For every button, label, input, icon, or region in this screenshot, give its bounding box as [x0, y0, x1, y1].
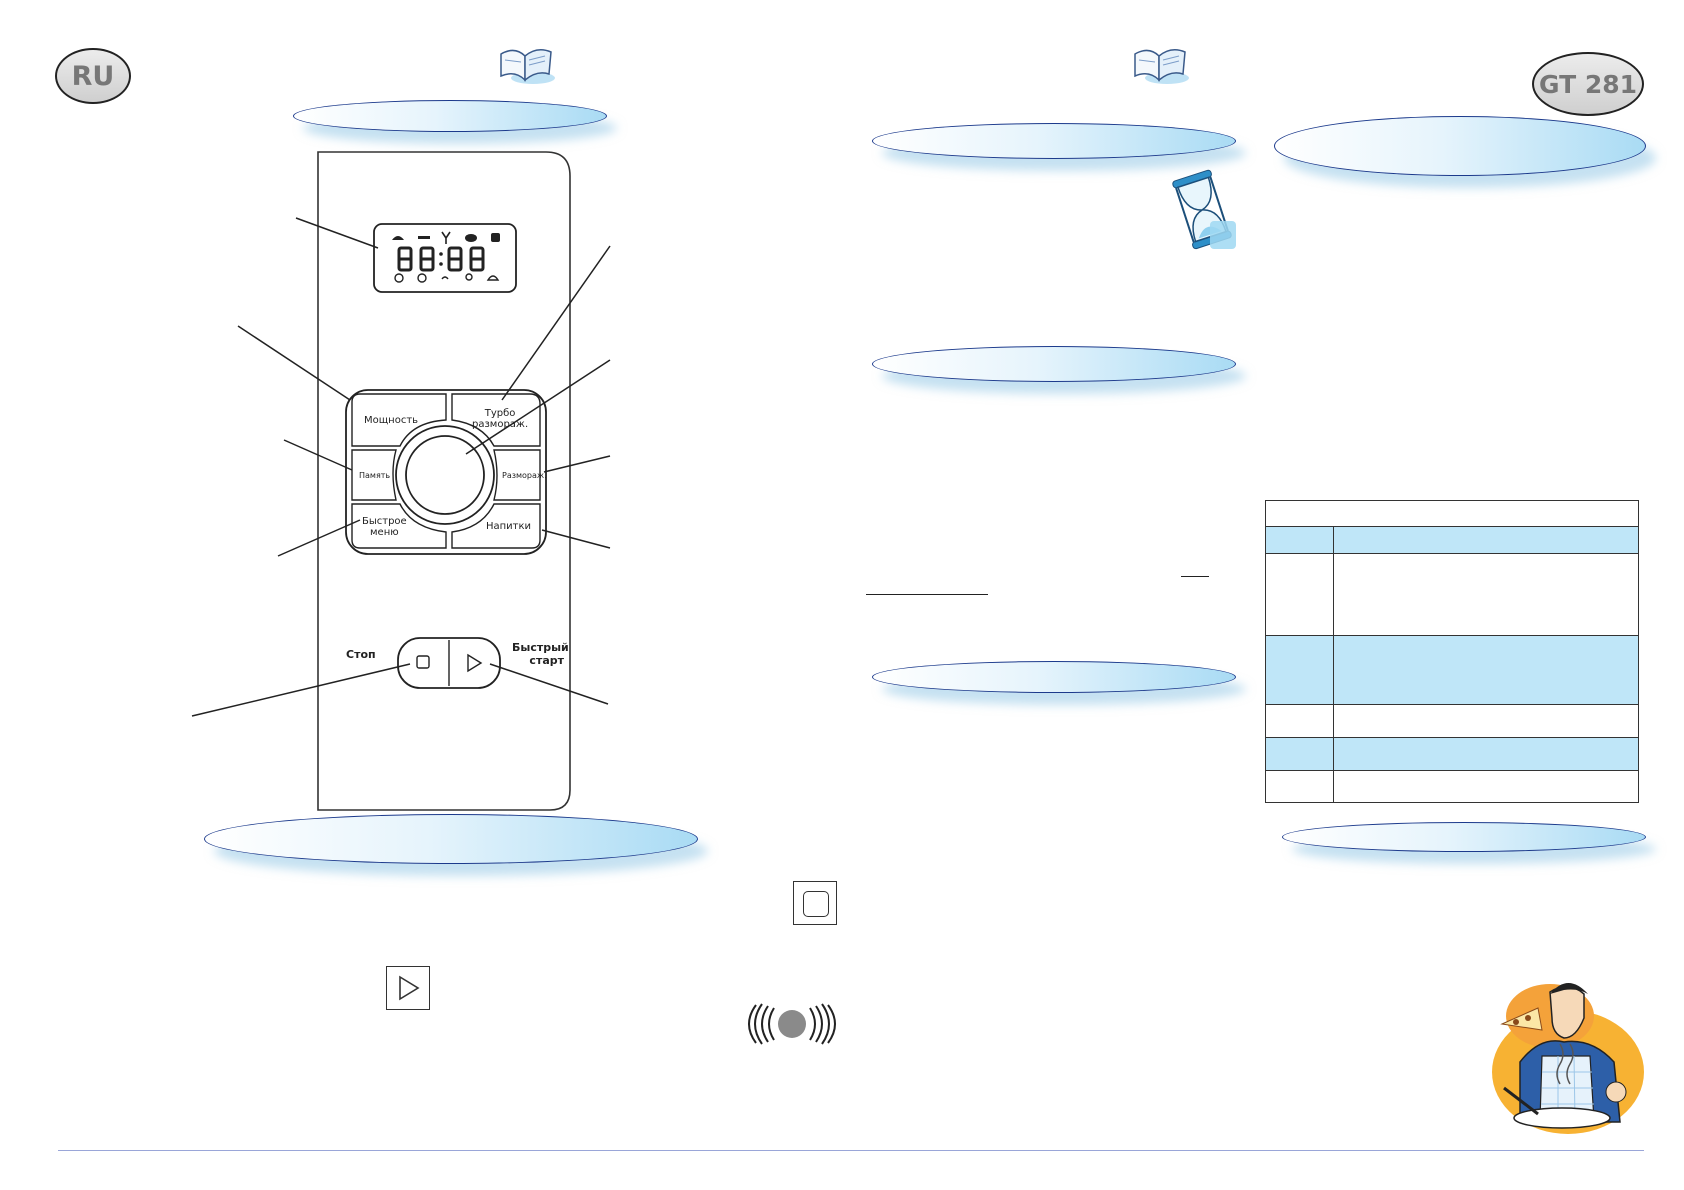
memory-button[interactable]: Память: [359, 471, 391, 480]
hourglass-icon: [1172, 169, 1236, 250]
table-cell: [1265, 736, 1334, 771]
language-badge-text: RU: [71, 60, 115, 92]
spec-table: [1265, 499, 1639, 804]
underline-rule: [866, 594, 988, 595]
underline-rule: [1181, 576, 1209, 577]
section-heading-pill: [204, 814, 698, 864]
turbo-defrost-label-line1: Турбо: [484, 408, 516, 419]
quick-menu-label-line2: меню: [370, 527, 399, 538]
quick-start-button[interactable]: Быстрый старт: [512, 641, 569, 667]
section-heading-pill: [1282, 822, 1646, 852]
model-badge: GT 281: [1532, 52, 1644, 116]
vibration-knob-icon: [748, 1003, 836, 1045]
section-heading-pill: [293, 100, 607, 132]
control-panel: [191, 151, 611, 811]
turbo-defrost-label-line2: разморaж.: [472, 419, 529, 430]
table-cell: [1333, 635, 1639, 705]
section-heading-pill: [872, 661, 1236, 693]
model-badge-text: GT 281: [1538, 69, 1638, 99]
open-book-icon: [500, 49, 555, 84]
quick-start-label-line2: старт: [529, 654, 564, 667]
table-cell: [1333, 553, 1639, 637]
turbo-defrost-button[interactable]: Турбо разморaж.: [472, 408, 528, 430]
chef-illustration: [1492, 983, 1644, 1134]
quick-start-label-line1: Быстрый: [512, 641, 569, 654]
section-heading-pill: [1274, 116, 1646, 176]
power-button[interactable]: Мощность: [364, 415, 419, 426]
drinks-button[interactable]: Напитки: [486, 521, 532, 532]
table-cell: [1265, 769, 1334, 804]
table-cell: [1265, 553, 1334, 637]
table-header-cell: [1265, 499, 1639, 528]
table-cell: [1265, 635, 1334, 705]
open-book-icon: [1134, 49, 1189, 84]
section-heading-pill: [872, 123, 1236, 159]
language-badge: RU: [55, 48, 131, 104]
table-cell: [1333, 703, 1639, 738]
section-heading-pill: [872, 346, 1236, 382]
lcd-display: [373, 223, 517, 293]
footer-rule: [58, 1150, 1644, 1151]
quick-menu-label-line1: Быстрое: [362, 516, 407, 527]
table-cell: [1333, 526, 1639, 555]
table-cell: [1265, 703, 1334, 738]
table-cell: [1333, 769, 1639, 804]
quick-menu-button[interactable]: Быстрое меню: [362, 516, 407, 538]
stop-button[interactable]: Стоп: [346, 648, 376, 661]
table-cell: [1265, 526, 1334, 555]
table-cell: [1333, 736, 1639, 771]
stop-square-icon: [793, 881, 837, 925]
play-triangle-icon: [386, 966, 430, 1010]
defrost-button[interactable]: Разморaж.: [502, 471, 547, 480]
